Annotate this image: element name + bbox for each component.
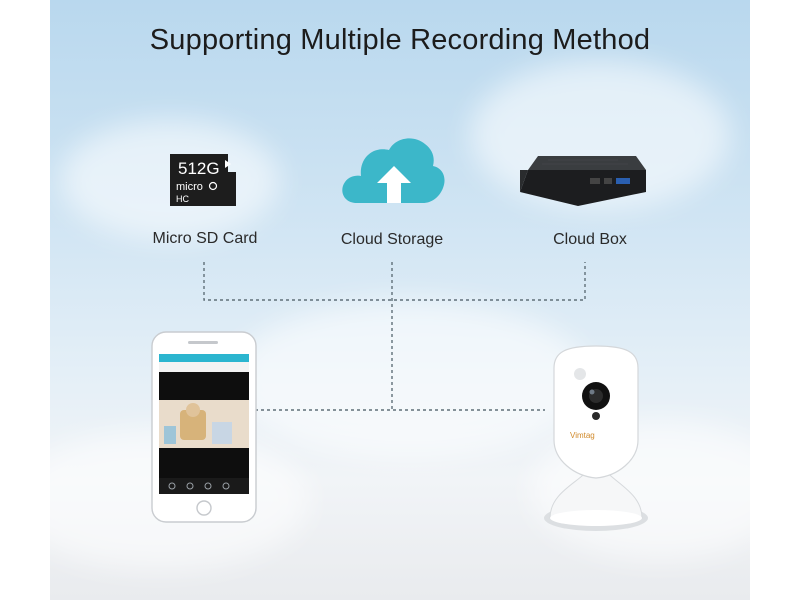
micro-sd-card-icon: 512G micro HC	[170, 154, 236, 206]
label-cloud-storage: Cloud Storage	[340, 231, 444, 248]
smartphone-app-icon	[151, 331, 257, 523]
label-cloud-box: Cloud Box	[553, 231, 627, 248]
sd-capacity-text: 512G	[178, 159, 220, 178]
camera-brand-text: Vimtag	[570, 431, 595, 440]
security-camera-icon: Vimtag	[544, 345, 648, 531]
cloud-upload-icon	[342, 138, 445, 203]
cloud-box-device-icon	[520, 156, 646, 206]
page-title: Supporting Multiple Recording Method	[149, 24, 651, 56]
label-micro-sd-card: Micro SD Card	[152, 230, 258, 247]
sd-brand-text: micro	[176, 181, 203, 193]
sd-speed-mark: HC	[176, 194, 189, 204]
